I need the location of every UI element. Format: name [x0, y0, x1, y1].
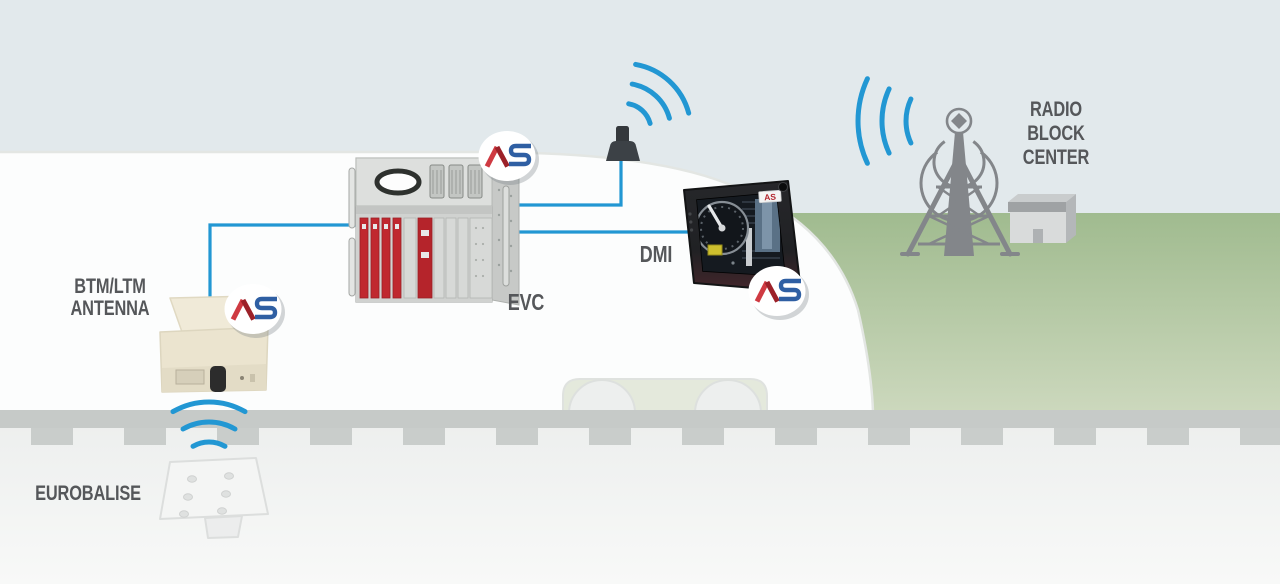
radio-waves-gsm-icon	[626, 61, 692, 126]
evc-label: EVC	[507, 289, 545, 315]
evc-rack	[348, 157, 520, 306]
train-wheel	[567, 379, 637, 414]
radio-waves-balise-icon	[170, 399, 248, 449]
rbc-label-line2: BLOCK	[1027, 122, 1085, 145]
speed-needle	[707, 204, 724, 230]
btm-ltm-antenna-label: BTM/LTM ANTENNA	[32, 276, 188, 320]
btm-label-line2: ANTENNA	[70, 297, 150, 320]
cables	[208, 156, 690, 302]
antenna-label-plate	[175, 369, 205, 385]
radio-tower-icon	[900, 107, 1020, 257]
dmi-camera-dot	[778, 182, 788, 192]
cable-btm-evc	[208, 223, 362, 302]
rack-handle-cutout	[374, 168, 422, 196]
radio-waves-tower-icon	[855, 76, 914, 166]
rbc-label-line3: CENTER	[1022, 146, 1090, 169]
dmi-label: DMI	[639, 241, 673, 267]
rbc-label-line1: RADIO	[1029, 98, 1082, 121]
rbc-building	[1008, 194, 1076, 243]
dmi-indicator	[707, 244, 723, 256]
btm-label-line1: BTM/LTM	[74, 275, 146, 298]
eurobalise-device	[159, 457, 269, 539]
rail-band	[0, 410, 1280, 428]
svg-text:AS: AS	[764, 192, 777, 203]
train-wheel	[693, 379, 763, 414]
cable-evc-gsm	[510, 156, 623, 207]
track	[0, 410, 1280, 445]
dmi-screen	[697, 193, 785, 276]
antenna-connector	[210, 366, 226, 392]
radio-block-center-label: RADIO BLOCK CENTER	[978, 98, 1134, 170]
dmi-device: AS	[683, 180, 802, 293]
gsm-antenna	[606, 126, 640, 161]
sleepers	[31, 428, 1280, 445]
eurobalise-label: EUROBALISE	[35, 482, 141, 505]
dmi-brand-sticker: AS	[758, 189, 782, 204]
